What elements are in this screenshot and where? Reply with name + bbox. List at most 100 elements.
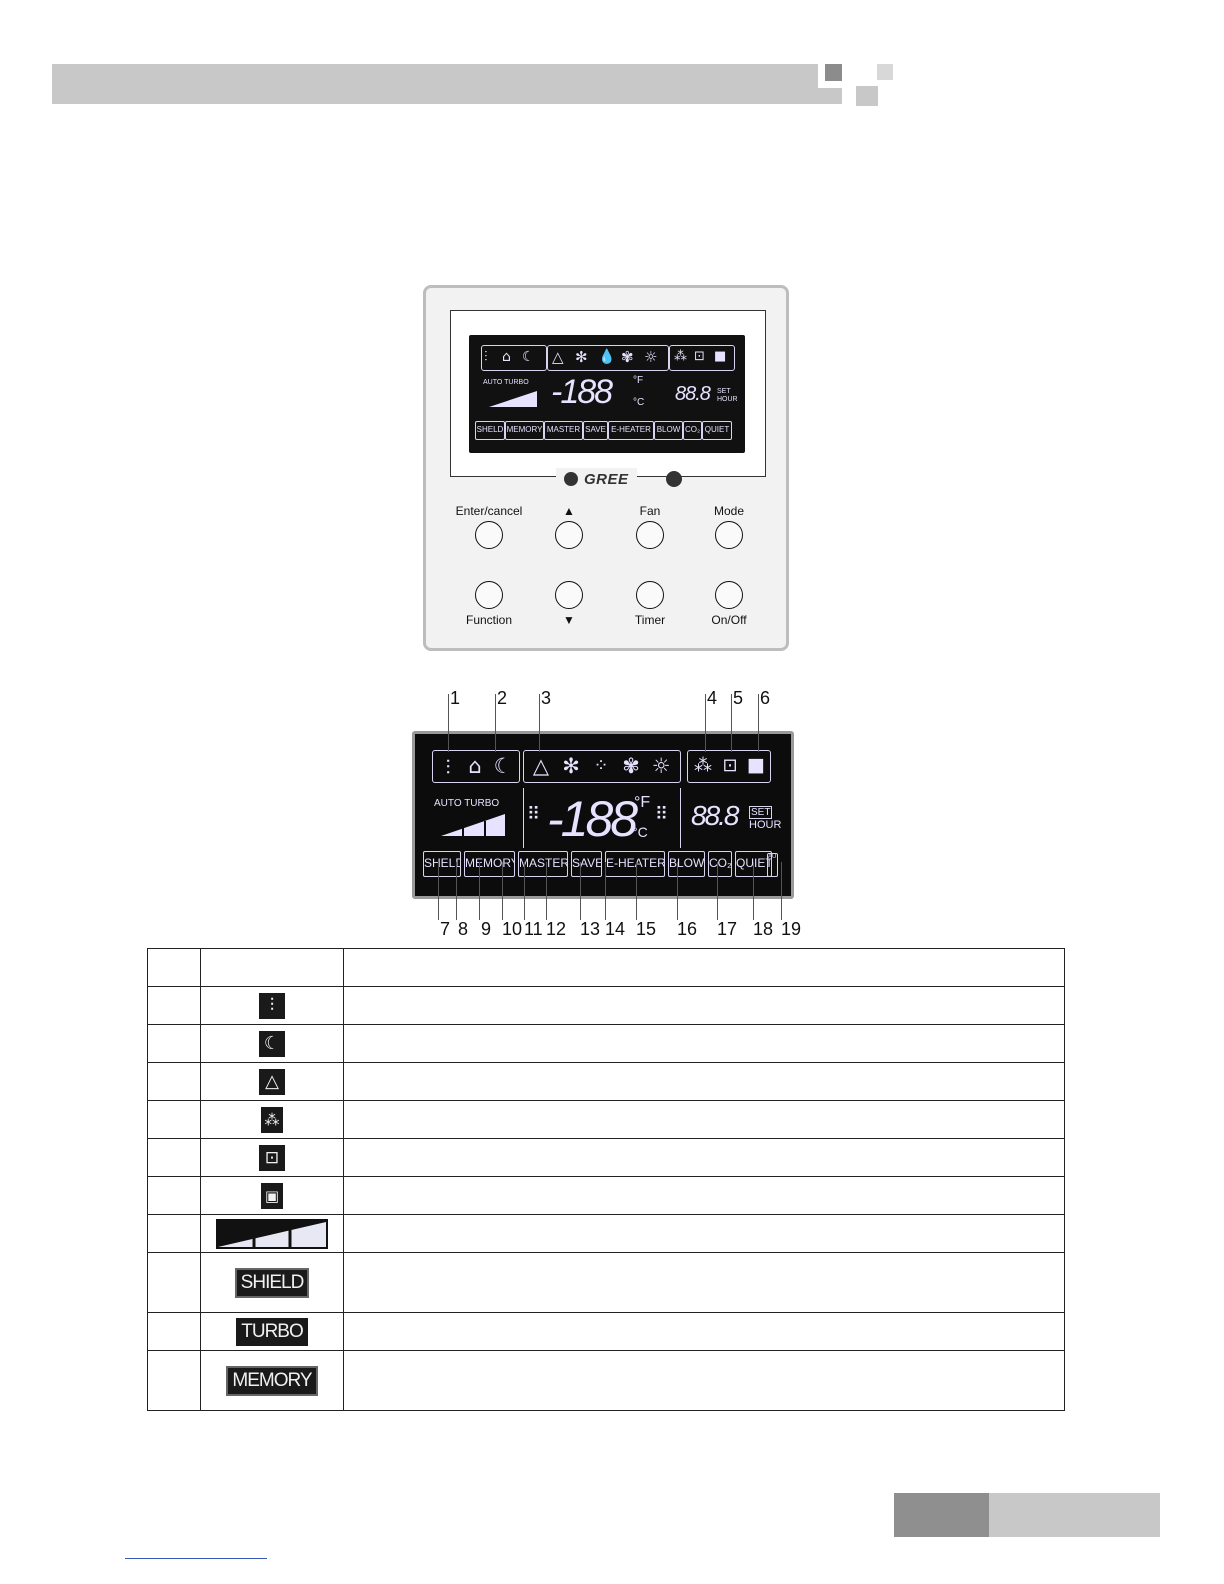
row-no-cell <box>147 1024 201 1063</box>
sleep-icon: ☾ <box>493 754 513 778</box>
callout-top-2: 2 <box>497 688 508 708</box>
lcd-group-mode: △ ✻ 💧 ✾ ☼ <box>547 345 669 371</box>
callout-top-line <box>495 694 496 752</box>
row-no-cell <box>147 986 201 1025</box>
callout-bottom-line <box>781 862 782 920</box>
callout-top-line <box>539 694 540 752</box>
auto-indicator: AUTO <box>767 853 778 877</box>
table-row: ⁂ <box>147 1100 1065 1139</box>
footer-link-underline[interactable] <box>125 1558 267 1559</box>
down-label: ▼ <box>563 613 575 627</box>
table-row: ▣ <box>147 1176 1065 1215</box>
enter-cancel-button[interactable] <box>475 521 503 549</box>
fan-icon: ✾ <box>622 754 640 778</box>
row-description-cell <box>343 1024 1065 1063</box>
callout-bottom-line <box>456 862 457 920</box>
timer-label: Timer <box>634 613 666 627</box>
table-row <box>147 1214 1065 1253</box>
row-icon-cell: ☾ <box>200 1024 344 1063</box>
row-no-cell <box>147 1176 201 1215</box>
table-row: ☾ <box>147 1024 1065 1063</box>
fan-speed-bars-icon <box>216 1218 328 1249</box>
health-icon: ⌂ <box>468 754 482 778</box>
row-no-cell <box>147 1252 201 1313</box>
auto-turbo-label: AUTO TURBO <box>483 379 529 386</box>
heat-icon: ☼ <box>644 348 658 366</box>
callout-bottom-9: 9 <box>481 919 492 939</box>
header-square-mid <box>856 86 878 106</box>
on-off-label: On/Off <box>711 613 747 627</box>
callout-bottom-line <box>677 862 678 920</box>
hour-label: HOUR <box>717 396 738 403</box>
lock-icon: ■ <box>747 754 765 776</box>
lcd-label-5: BLOW <box>668 851 705 877</box>
lock-icon: ▣ <box>261 1182 283 1209</box>
callout-bottom-line <box>502 862 503 920</box>
row-no-cell <box>147 1350 201 1411</box>
callout-top-line <box>448 694 449 752</box>
mode-button[interactable] <box>715 521 743 549</box>
fan-button[interactable] <box>636 521 664 549</box>
callout-bottom-line <box>524 862 525 920</box>
brand-logo: GREE <box>556 468 637 490</box>
heat-icon: ☼ <box>651 754 671 778</box>
row-icon-cell <box>200 1214 344 1253</box>
callout-top-4: 4 <box>707 688 718 708</box>
sleep-icon: ☾ <box>259 1030 285 1057</box>
lcd-small-label-2: MASTER <box>544 421 583 440</box>
lcd-big-group-right: ⁂ ⊡ ■ <box>687 750 771 783</box>
fan-speed-bars-icon <box>441 814 505 836</box>
table-row: ⫶ <box>147 986 1065 1025</box>
row-icon-cell: ▣ <box>200 1176 344 1215</box>
lcd-group-right: ⁂ ⊡ ■ <box>669 345 735 371</box>
dry-icon: 💧 <box>598 349 616 365</box>
up-label: ▲ <box>563 504 575 518</box>
set-label: SET <box>749 806 773 819</box>
row-description-cell <box>343 1100 1065 1139</box>
row-icon-cell: SHIELD <box>200 1252 344 1313</box>
callout-top-3: 3 <box>541 688 552 708</box>
lock-icon: ■ <box>714 349 727 364</box>
callout-bottom-8: 8 <box>458 919 469 939</box>
lcd-label-0: SHELD <box>423 851 461 877</box>
callout-bottom-line <box>605 862 606 920</box>
timer-button[interactable] <box>636 581 664 609</box>
callout-top-5: 5 <box>733 688 744 708</box>
enter-cancel-label: Enter/cancel <box>455 504 523 518</box>
callout-bottom-15: 15 <box>636 919 657 939</box>
swing-icon: ⫶ <box>484 349 488 365</box>
auto-turbo-label: AUTO TURBO <box>434 798 500 809</box>
lcd-label-4: E-HEATER <box>605 851 665 877</box>
timer-readout: 88.8 <box>675 383 711 405</box>
unit-celsius: °C <box>632 824 648 840</box>
defrost-icon: ⁂ <box>261 1106 283 1133</box>
lcd-label-2: MASTER <box>518 851 568 877</box>
row-icon-cell: MEMORY <box>200 1350 344 1411</box>
shield-label-badge: SHIELD <box>234 1267 310 1298</box>
row-description-cell <box>343 1252 1065 1313</box>
lcd-small-label-4: E-HEATER <box>608 421 654 440</box>
sleep-icon: ☾ <box>522 349 535 365</box>
lcd-small-label-1: MEMORY <box>505 421 544 440</box>
on-off-button[interactable] <box>715 581 743 609</box>
fan-dots-left-icon: ⠿ <box>527 804 541 825</box>
callout-bottom-18: 18 <box>753 919 774 939</box>
cool-icon: ✻ <box>562 754 580 778</box>
temperature-area <box>523 788 681 848</box>
auto-mode-icon: △ <box>532 754 550 778</box>
lcd-group-left: ⫶ ⌂ ☾ <box>481 345 547 371</box>
memory-label-badge: MEMORY <box>226 1365 318 1396</box>
table-row: MEMORY <box>147 1350 1065 1411</box>
up-button[interactable] <box>555 521 583 549</box>
function-button[interactable] <box>475 581 503 609</box>
down-button[interactable] <box>555 581 583 609</box>
lcd-label-1: MEMORY <box>464 851 515 877</box>
display-frame: ⫶ ⌂ ☾ △ ✻ 💧 ✾ ☼ ⁂ ⊡ ■ AUTO TURBO -188 °F <box>450 310 766 477</box>
lcd-display-large: ⫶ ⌂ ☾ △ ✻ ⁘ ✾ ☼ ⁂ ⊡ ■ AUTO TURBO ⠿ -188 … <box>412 731 794 899</box>
row-no-cell <box>147 1100 201 1139</box>
row-description-cell <box>343 1350 1065 1411</box>
header-cell-icon <box>200 948 344 987</box>
lcd-big-group-mode: △ ✻ ⁘ ✾ ☼ <box>523 750 681 783</box>
health-icon: ⌂ <box>502 349 511 365</box>
ir-receiver <box>666 471 682 487</box>
